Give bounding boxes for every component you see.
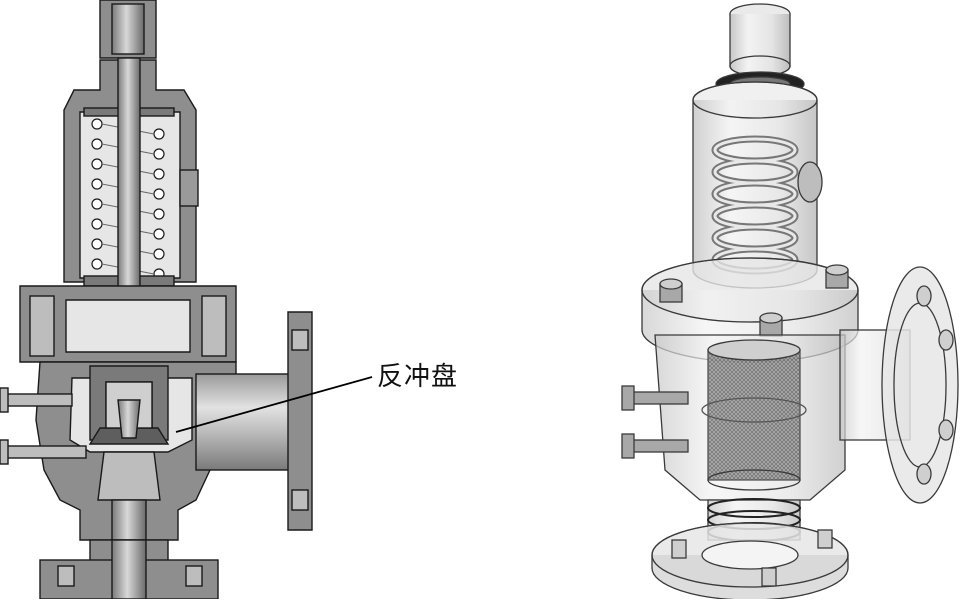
bonnet-plug-3d <box>797 161 823 203</box>
cross-section-view <box>0 0 313 600</box>
mesh-sleeve <box>707 349 801 481</box>
outlet-flange-3d <box>881 266 959 504</box>
adjusting-bolts-3d <box>621 385 689 459</box>
spring-coils <box>91 118 165 280</box>
transparent-3d-view <box>621 3 959 601</box>
flange-bolts-3d <box>659 264 849 337</box>
callout-label: 反冲盘 <box>377 362 459 392</box>
top-cap-3d <box>729 14 791 77</box>
callout-leader <box>175 376 373 433</box>
outlet-flange <box>287 311 313 531</box>
nozzle <box>97 451 161 501</box>
bonnet-plug <box>179 169 199 207</box>
adjusting-bolts <box>0 387 87 465</box>
